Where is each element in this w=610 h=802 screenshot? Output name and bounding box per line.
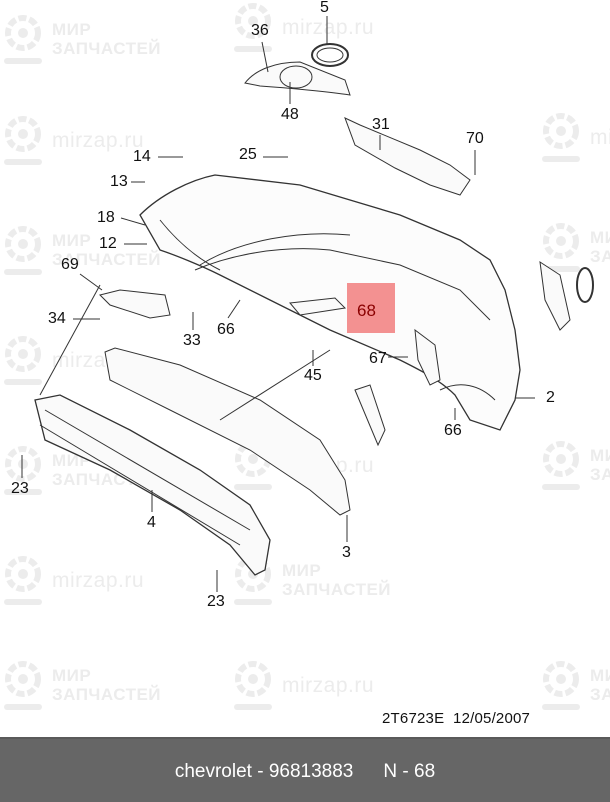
watermark: mirzap.ru xyxy=(2,555,152,615)
callout-label[interactable]: 23 xyxy=(11,480,29,497)
callout-label[interactable]: 66 xyxy=(444,422,462,439)
callout-label[interactable]: 18 xyxy=(97,209,115,226)
callout-label[interactable]: 36 xyxy=(251,22,269,39)
callout-label[interactable]: 3 xyxy=(342,544,351,561)
part-number: 96813883 xyxy=(268,761,354,782)
map-pin-logo-icon xyxy=(4,336,42,385)
callout-label[interactable]: 48 xyxy=(281,106,299,123)
bumper-line-art xyxy=(21,16,594,592)
watermark-url: mirzap.ru xyxy=(282,674,375,697)
map-pin-logo-icon xyxy=(234,661,272,710)
callout-label[interactable]: 69 xyxy=(61,256,79,273)
callout-label[interactable]: 67 xyxy=(369,350,387,367)
map-pin-logo-icon xyxy=(542,113,580,162)
drawing-date: 12/05/2007 xyxy=(453,710,531,727)
watermark: mirzap.ru xyxy=(540,112,610,172)
map-pin-logo-icon xyxy=(4,446,42,495)
watermark: mirzap.ru xyxy=(232,2,382,62)
callout-label[interactable]: 66 xyxy=(217,321,235,338)
watermark-url: mirzap.ru xyxy=(52,569,145,592)
watermark: mirzap.ru xyxy=(232,660,382,720)
callout-label[interactable]: 34 xyxy=(48,310,66,327)
map-pin-logo-icon xyxy=(4,661,42,710)
callout-label[interactable]: 12 xyxy=(99,235,117,252)
brand-name: chevrolet xyxy=(174,761,252,782)
map-pin-logo-icon xyxy=(4,556,42,605)
selected-callout-label: 68 xyxy=(357,301,376,320)
map-pin-logo-icon xyxy=(542,223,580,272)
callout-label[interactable]: 45 xyxy=(304,367,322,384)
map-pin-logo-icon xyxy=(4,15,42,64)
watermark-url: mirzap.ru xyxy=(282,16,375,39)
callout-label[interactable]: 31 xyxy=(372,116,390,133)
caption-text: chevrolet - 96813883 N - 68 xyxy=(0,761,610,783)
map-pin-logo-icon xyxy=(4,226,42,275)
separator: - xyxy=(257,761,264,782)
watermark-url: mirzap.ru xyxy=(52,129,145,152)
drawing-number: 2T6723E xyxy=(382,710,445,727)
watermark-url: mirzap.ru xyxy=(590,126,610,149)
callout-label[interactable]: 33 xyxy=(183,332,201,349)
callout-label[interactable]: 70 xyxy=(466,130,484,147)
position-label: N - 68 xyxy=(383,761,436,782)
callout-label[interactable]: 23 xyxy=(207,593,225,610)
map-pin-logo-icon xyxy=(542,441,580,490)
caption-bar: chevrolet - 96813883 N - 68 xyxy=(0,737,610,802)
callout-label[interactable]: 25 xyxy=(239,146,257,163)
map-pin-logo-icon xyxy=(4,116,42,165)
callout-label[interactable]: 5 xyxy=(320,0,329,16)
callout-label[interactable]: 13 xyxy=(110,173,128,190)
watermark: mirzap.ru xyxy=(2,115,152,175)
callout-label[interactable]: 14 xyxy=(133,148,151,165)
drawing-code: 2T6723E 12/05/2007 xyxy=(382,710,530,727)
callout-label[interactable]: 4 xyxy=(147,514,156,531)
callout-label[interactable]: 2 xyxy=(546,389,555,406)
map-pin-logo-icon xyxy=(542,661,580,710)
map-pin-logo-icon xyxy=(234,3,272,52)
selected-callout-highlight[interactable]: 68 xyxy=(347,283,395,333)
